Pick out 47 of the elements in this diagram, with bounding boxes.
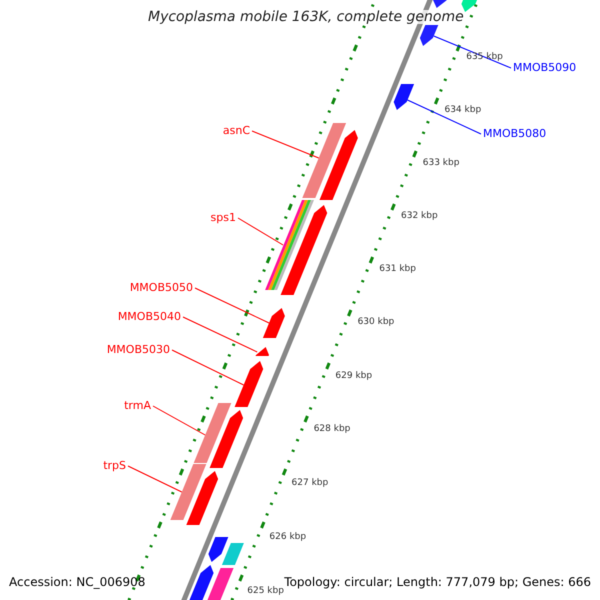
- accession-text: Accession: NC_006908: [9, 576, 146, 588]
- position-label: 628 kbp: [314, 425, 350, 434]
- gene-label: asnC: [222, 125, 250, 136]
- gene-label: trmA: [124, 400, 151, 411]
- gene-block: [234, 361, 264, 407]
- gene-block: [320, 130, 358, 200]
- gene-label: trpS: [103, 460, 126, 471]
- gene-label: MMOB5050: [130, 282, 193, 293]
- gene-bar: [265, 200, 314, 290]
- position-label: 630 kbp: [358, 318, 394, 327]
- position-label: 627 kbp: [292, 479, 328, 488]
- leader-line: [152, 406, 206, 436]
- gene-label: MMOB5040: [118, 311, 181, 322]
- position-label: 626 kbp: [269, 533, 306, 542]
- gene-block: [186, 471, 218, 525]
- gene-block: [420, 25, 438, 46]
- leader-line: [194, 288, 270, 324]
- gene-label: MMOB5090: [513, 62, 576, 73]
- leader-line: [238, 218, 284, 246]
- position-label: 625 kbp: [247, 587, 284, 596]
- gene-block: [208, 537, 228, 562]
- gene-bar: [302, 123, 346, 198]
- position-label: 629 kbp: [335, 372, 372, 381]
- position-label: 633 kbp: [422, 159, 460, 168]
- leader-line: [433, 36, 512, 68]
- gene-block: [280, 205, 328, 295]
- gene-bar: [170, 464, 206, 520]
- gene-bar: [194, 403, 232, 463]
- leader-line: [172, 350, 244, 386]
- leader-line: [182, 316, 258, 352]
- genome-title: Mycoplasma mobile 163K, complete genome: [148, 10, 464, 24]
- gene-block: [210, 410, 244, 468]
- position-label: 635 kbp: [466, 53, 503, 62]
- gene-bar: [222, 543, 244, 565]
- genome-summary: Topology: circular; Length: 777,079 bp; Genes: 666: [284, 576, 591, 588]
- position-label: 632 kbp: [401, 212, 438, 221]
- gene-label: MMOB5080: [483, 128, 546, 139]
- gene-block: [256, 347, 269, 356]
- gene-label: MMOB5030: [106, 344, 170, 355]
- position-label: 634 kbp: [444, 106, 482, 115]
- leader-line: [252, 130, 320, 158]
- gene-label: sps1: [210, 212, 236, 223]
- leader-line: [128, 466, 182, 492]
- gene-block: [394, 84, 414, 110]
- gene-block: [262, 308, 285, 338]
- leader-line: [407, 100, 482, 134]
- position-label: 631 kbp: [379, 265, 416, 274]
